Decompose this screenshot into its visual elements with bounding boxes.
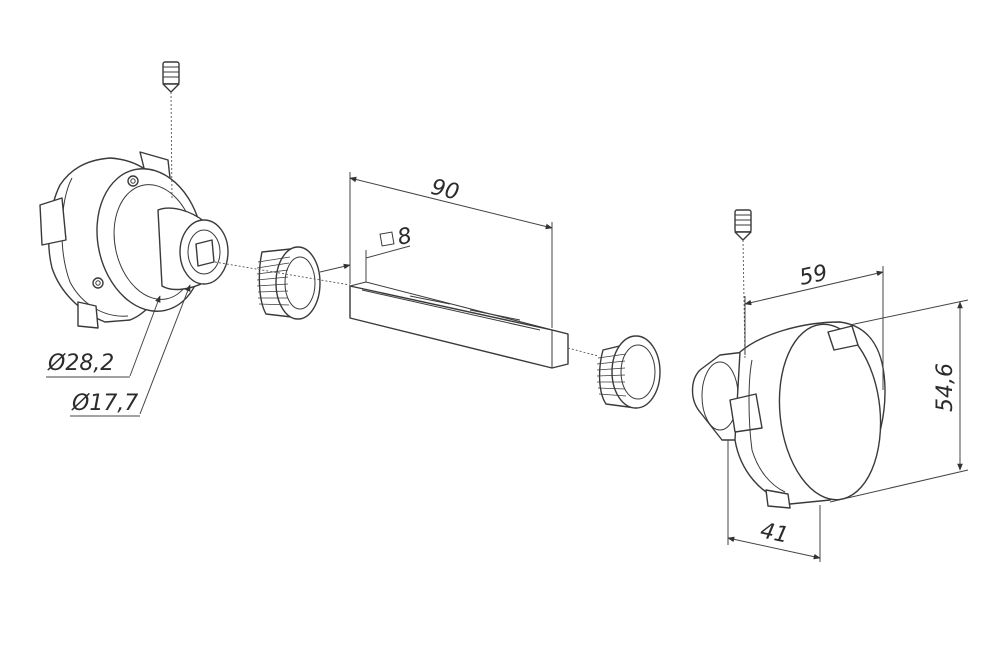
- knob-height-dimension: [829, 299, 969, 503]
- left-knob: [39, 61, 229, 329]
- spindle-length-label: 90: [428, 175, 461, 206]
- neck-diameter-label: Ø17,7: [71, 391, 138, 416]
- left-diameter-leaders: [46, 284, 191, 417]
- knob-depth-dimension: [744, 266, 884, 390]
- square-symbol-icon: [379, 231, 395, 247]
- knob-base-depth-dimension: [727, 440, 821, 562]
- right-knob: [691, 209, 886, 509]
- knob-base-depth-label: 41: [758, 518, 791, 548]
- spindle-square-dimension: [319, 231, 411, 282]
- spindle-square-label: 8: [395, 223, 414, 250]
- knob-height-label: 54,6: [933, 363, 958, 412]
- right-bushing: [596, 335, 661, 409]
- rose-diameter-label: Ø28,2: [47, 351, 114, 376]
- right-grub-screw: [734, 209, 752, 361]
- left-bushing: [256, 246, 321, 320]
- left-grub-screw: [162, 61, 180, 201]
- square-spindle: [349, 281, 569, 369]
- knob-depth-label: 59: [797, 261, 830, 291]
